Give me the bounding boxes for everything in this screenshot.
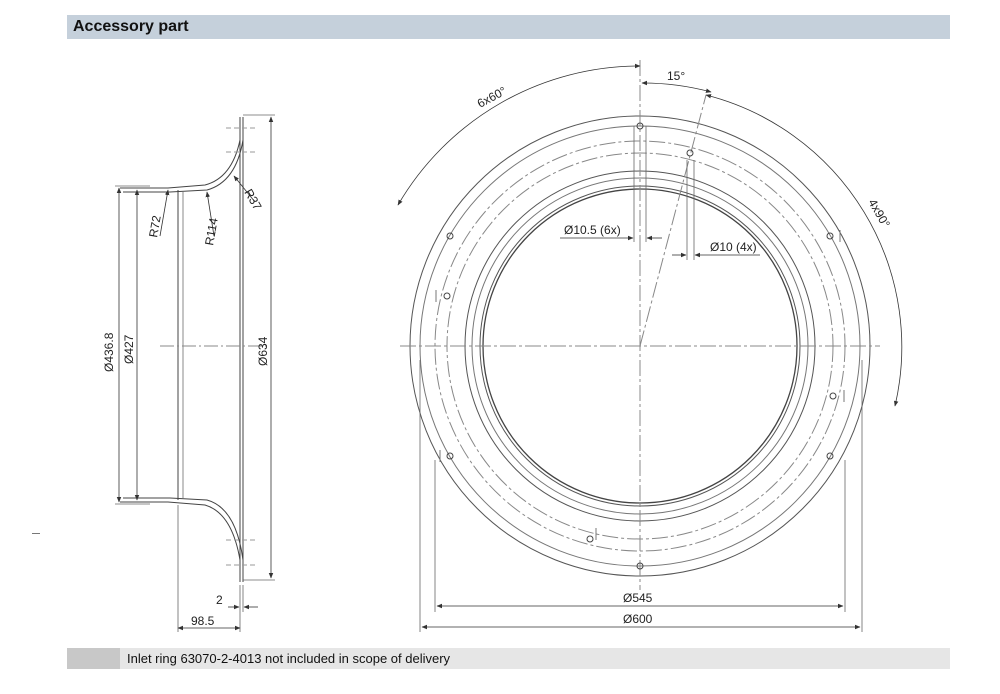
leader-r72 (159, 189, 170, 237)
leader-r114 (205, 191, 215, 237)
side-profile-inner (123, 117, 244, 193)
side-profile-outer-bottom (120, 501, 241, 582)
label-15: 15° (667, 69, 685, 83)
side-profile-inner-bottom (123, 497, 244, 582)
side-view (115, 114, 275, 632)
label-hole-10-5: Ø10.5 (6x) (564, 223, 621, 237)
side-profile-outer (120, 117, 241, 189)
footer-note: Inlet ring 63070-2-4013 not included in … (127, 651, 451, 666)
front-view (397, 60, 903, 632)
leader-r37 (233, 175, 256, 203)
label-dia-545: Ø545 (623, 591, 653, 605)
arc-6x60 (397, 63, 641, 206)
label-dia-634: Ø634 (256, 336, 270, 366)
label-depth-98: 98.5 (191, 614, 215, 628)
header-bar: Accessory part (67, 15, 950, 39)
label-4x90: 4x90° (865, 197, 893, 231)
label-hole-10: Ø10 (4x) (710, 240, 757, 254)
label-6x60: 6x60° (475, 84, 509, 111)
label-r37: R37 (241, 187, 264, 213)
label-dia-600: Ø600 (623, 612, 653, 626)
label-r72: R72 (146, 214, 164, 238)
footer-tag (67, 648, 120, 669)
arc-4x90 (705, 94, 903, 407)
front-15-line (639, 94, 707, 347)
label-dia-436: Ø436.8 (102, 332, 116, 372)
label-dia-427: Ø427 (122, 334, 136, 364)
page-title: Accessory part (73, 18, 189, 35)
margin-dash (32, 533, 40, 534)
arc-15 (641, 80, 712, 93)
footer-bar: Inlet ring 63070-2-4013 not included in … (67, 648, 950, 669)
label-thickness-2: 2 (216, 593, 223, 607)
label-r114: R114 (202, 216, 221, 246)
